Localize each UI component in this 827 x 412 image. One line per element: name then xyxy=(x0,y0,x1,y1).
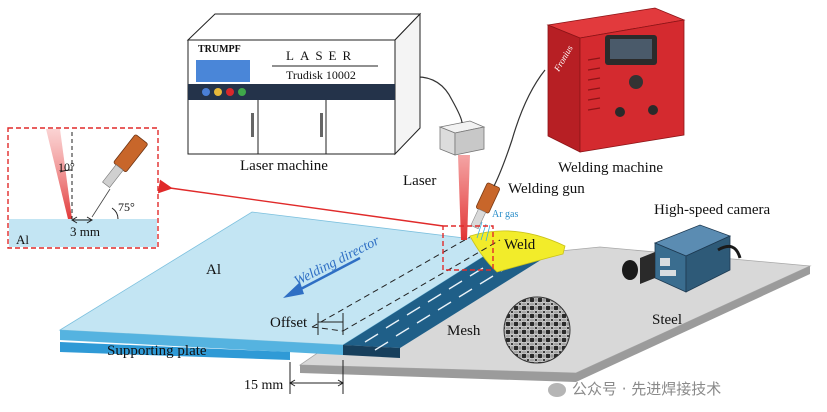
laser-model-label: Trudisk 10002 xyxy=(286,68,356,82)
high-speed-camera xyxy=(622,224,742,293)
inset-panel xyxy=(7,127,159,249)
laser-head xyxy=(438,120,486,156)
offset-label: Offset xyxy=(270,315,308,331)
high-speed-camera-label: High-speed camera xyxy=(654,202,771,218)
welding-director-arrow xyxy=(283,256,361,298)
indicator-green-dot xyxy=(238,88,246,96)
inset-material-label: Al xyxy=(16,232,29,247)
inset-laser-beam xyxy=(46,129,72,219)
indicator-blue-dot xyxy=(202,88,210,96)
welding-machine-caption: Welding machine xyxy=(558,160,664,176)
inset-distance-dimension xyxy=(71,216,93,224)
welding-gun xyxy=(470,182,501,230)
inset-angle-gun-label: 75° xyxy=(118,200,135,214)
laser-machine xyxy=(186,12,422,156)
mesh-strip-edge xyxy=(343,345,400,358)
indicator-red-dot xyxy=(226,88,234,96)
laser-cable xyxy=(412,76,463,124)
aluminum-plate-front-edge xyxy=(60,330,343,355)
camera-cable xyxy=(717,244,742,259)
mesh-label: Mesh xyxy=(447,323,481,339)
ar-gas-label: Ar gas xyxy=(492,209,519,220)
wechat-watermark: 公众号 · 先进焊接技术 xyxy=(548,378,721,399)
aluminum-plate xyxy=(58,211,507,360)
supporting-plate xyxy=(60,342,290,360)
offset-dimension xyxy=(317,313,344,335)
aluminum-plate-label: Al xyxy=(206,262,221,278)
distance-15mm-label: 15 mm xyxy=(244,378,284,393)
weld-label: Weld xyxy=(504,237,536,253)
laser-display xyxy=(196,60,250,82)
watermark-text: 公众号 · 先进焊接技术 xyxy=(572,380,722,398)
indicator-yellow-dot xyxy=(214,88,222,96)
laser-label: Laser xyxy=(403,173,437,189)
supporting-plate-label: Supporting plate xyxy=(107,343,207,359)
welding-machine xyxy=(546,7,686,153)
welding-gun-cable xyxy=(493,69,546,187)
inset-distance-label: 3 mm xyxy=(70,224,100,239)
inset-welding-gun xyxy=(102,134,148,188)
callout-arrow xyxy=(157,179,444,227)
welding-gun-label: Welding gun xyxy=(508,181,585,197)
distance-15mm-dimension xyxy=(289,360,344,394)
laser-beam xyxy=(458,155,470,240)
mesh-detail xyxy=(503,296,571,364)
laser-control-strip xyxy=(188,84,395,100)
inset-angle-laser-label: 10° xyxy=(58,160,75,174)
laser-title-label: LASER xyxy=(286,48,358,63)
steel-plate-edge xyxy=(300,266,810,382)
welding-machine-vents xyxy=(587,57,601,111)
inset-angle-arc xyxy=(59,169,73,173)
weld-bead xyxy=(469,230,566,273)
inset-gun-arc xyxy=(111,207,119,220)
callout-box xyxy=(442,225,494,271)
wechat-icon xyxy=(548,382,566,397)
laser-machine-caption: Laser machine xyxy=(240,158,328,174)
steel-label: Steel xyxy=(652,312,682,328)
laser-brand-label: TRUMPF xyxy=(198,44,241,55)
